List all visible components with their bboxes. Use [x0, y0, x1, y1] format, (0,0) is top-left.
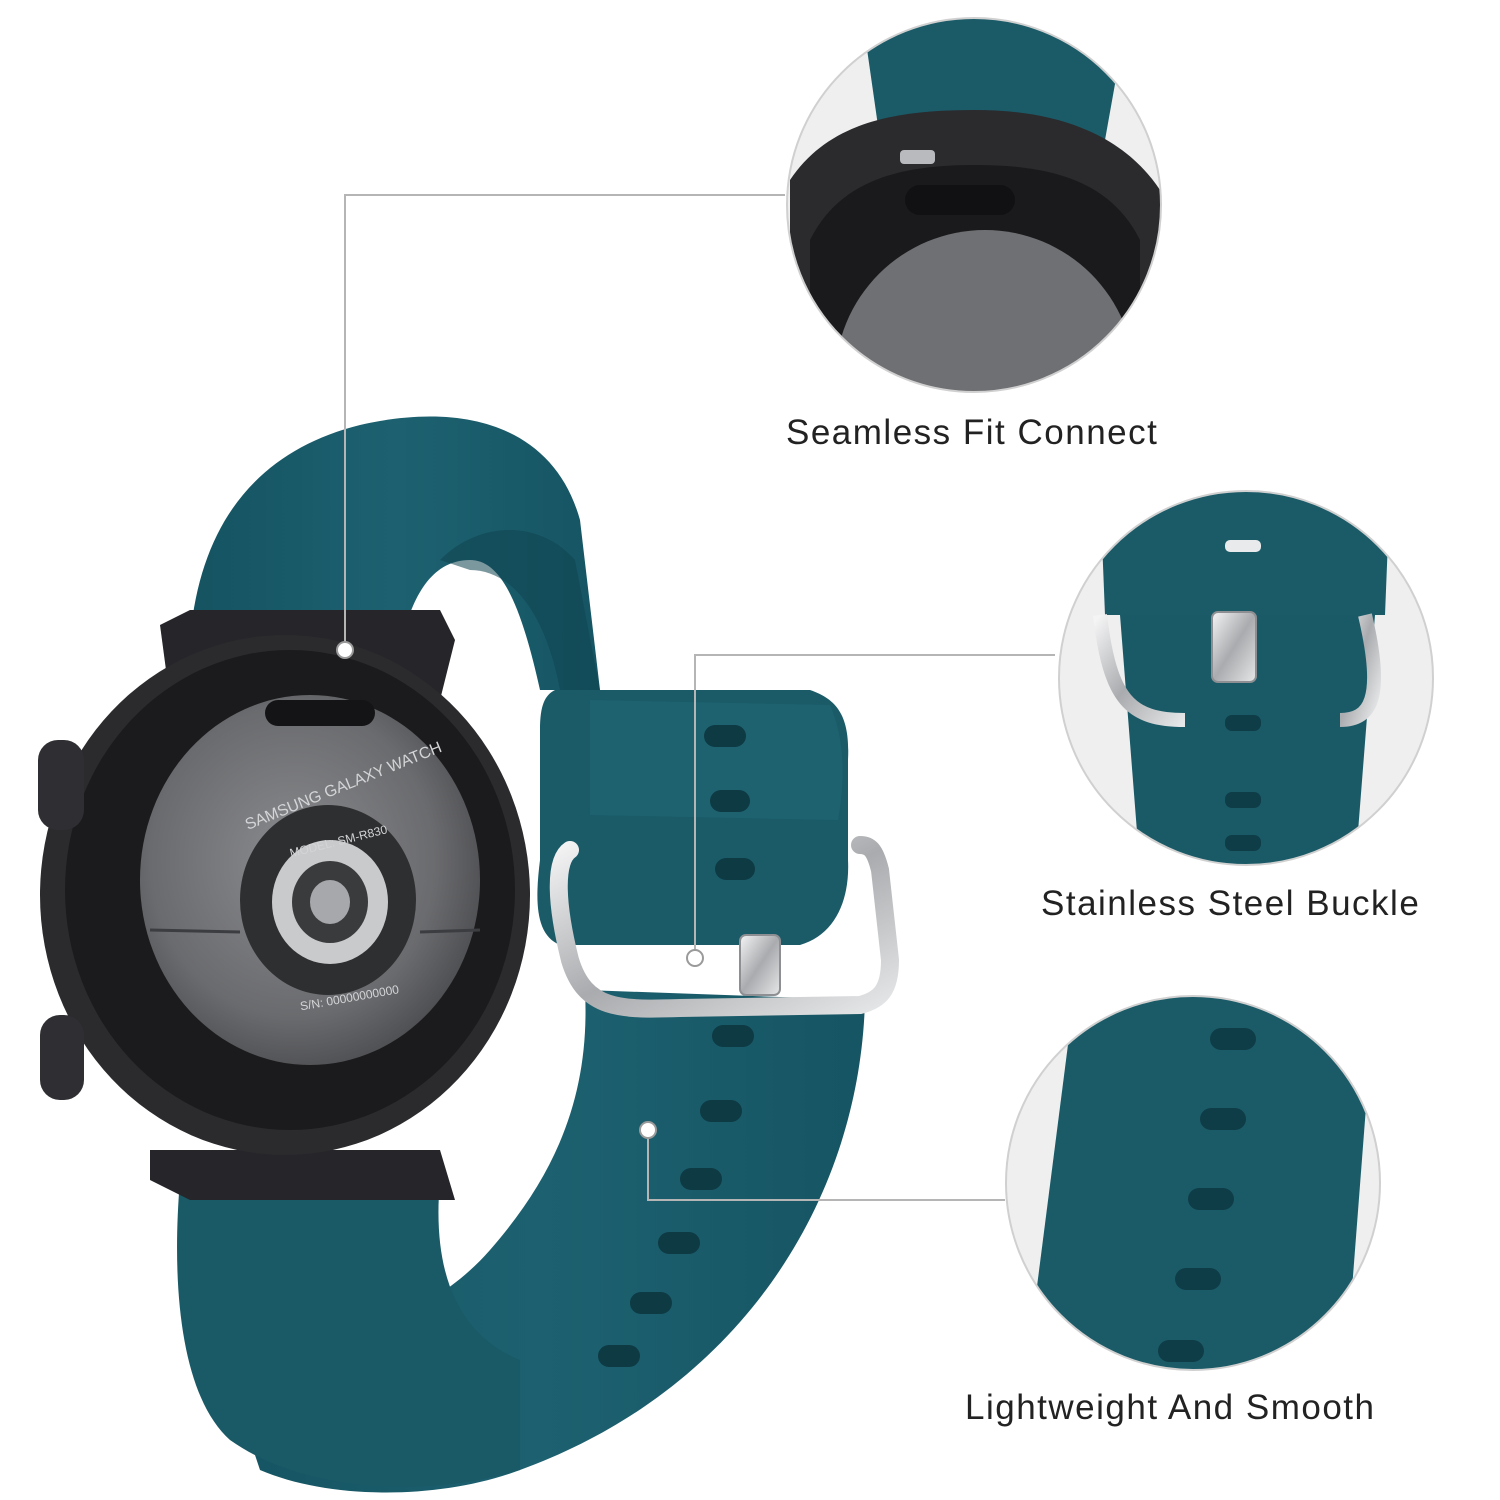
bottom-band	[177, 1180, 520, 1487]
watch-body	[38, 610, 530, 1200]
upper-band-inner	[440, 530, 600, 690]
caption-buckle: Stainless Steel Buckle	[1041, 884, 1421, 923]
side-button-bottom	[40, 1015, 84, 1100]
buckle-tongue	[739, 934, 781, 996]
closeup-fit-connect	[786, 17, 1162, 393]
back-divider-right	[419, 928, 481, 934]
keeper-shadow	[590, 700, 843, 820]
back-divider	[149, 928, 241, 934]
closeup-buckle	[1058, 490, 1434, 866]
side-button-top	[38, 740, 84, 830]
strap-holes	[598, 725, 755, 1367]
leader-lines	[344, 194, 1055, 1201]
charge-slot	[265, 700, 375, 726]
caption-smooth: Lightweight And Smooth	[965, 1388, 1376, 1427]
bottom-lugs	[150, 1150, 455, 1200]
sensor-center	[310, 880, 350, 924]
steel-buckle	[549, 836, 900, 1018]
closeup-smooth	[1005, 995, 1381, 1371]
caption-fit-connect: Seamless Fit Connect	[786, 413, 1159, 452]
leader-dots	[336, 641, 704, 1139]
